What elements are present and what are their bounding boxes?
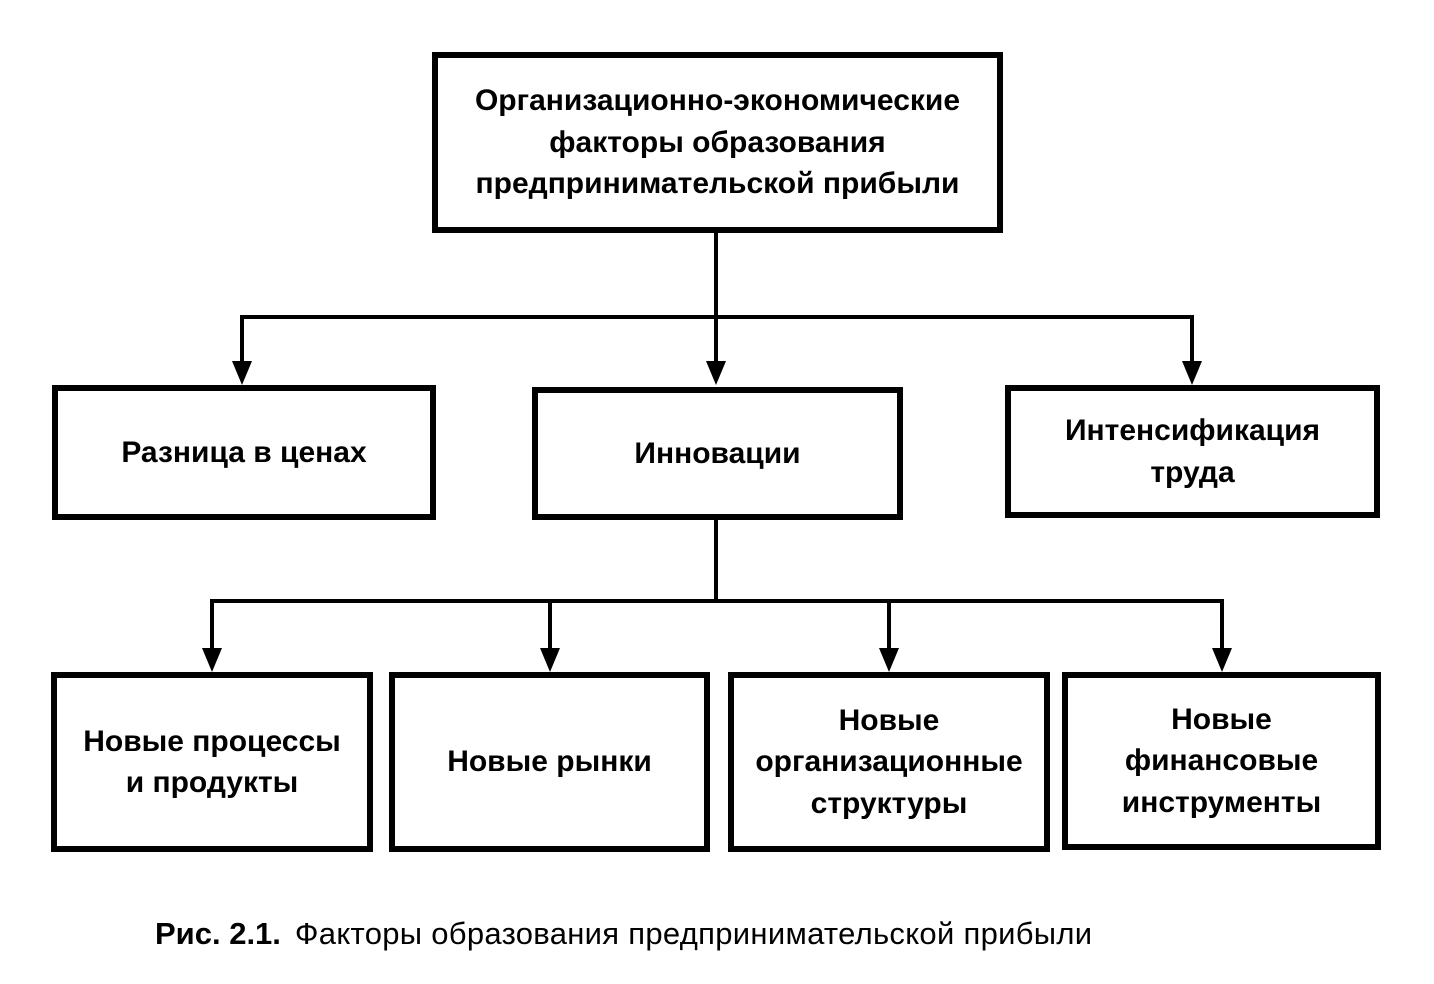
- connector-level2-bus: [210, 599, 1224, 603]
- figure-caption-text: Факторы образования предпринимательской …: [294, 916, 1093, 951]
- box-new-markets: Новые рынки: [389, 672, 710, 852]
- connector-drop-labor: [1190, 315, 1194, 363]
- arrow-down-icon: [1182, 361, 1202, 385]
- connector-drop-price: [240, 315, 244, 363]
- box-new-processes-products-label: Новые процессы и продукты: [83, 724, 341, 799]
- box-labor-intensification: Интенсификация труда: [1005, 385, 1380, 518]
- arrow-down-icon: [879, 648, 899, 672]
- box-new-org-structures: Новые организационные структуры: [728, 672, 1050, 852]
- box-new-financial-instruments-label: Новые финансовые инструменты: [1121, 702, 1322, 819]
- connector-drop-fininstr: [1220, 599, 1224, 649]
- box-innovations-label: Инновации: [634, 436, 801, 470]
- box-price-difference: Разница в ценах: [52, 385, 436, 520]
- box-new-processes-products: Новые процессы и продукты: [51, 672, 373, 852]
- arrow-down-icon: [706, 361, 726, 385]
- box-new-markets-label: Новые рынки: [447, 745, 652, 779]
- box-new-org-structures-label: Новые организационные структуры: [755, 703, 1023, 820]
- connector-drop-innovation: [714, 315, 718, 363]
- box-organizational-economic-factors: Организационно-экономические факторы обр…: [432, 52, 1003, 233]
- figure-caption-number: Рис. 2.1.: [155, 916, 281, 951]
- arrow-down-icon: [232, 361, 252, 385]
- box-new-financial-instruments: Новые финансовые инструменты: [1062, 672, 1381, 850]
- arrow-down-icon: [202, 648, 222, 672]
- box-price-difference-label: Разница в ценах: [121, 435, 367, 469]
- arrow-down-icon: [1212, 648, 1232, 672]
- box-labor-intensification-label: Интенсификация труда: [1064, 414, 1321, 489]
- connector-drop-markets: [548, 599, 552, 649]
- figure-caption: Рис. 2.1. Факторы образования предпринима…: [155, 916, 1092, 952]
- connector-innovation-stem: [714, 520, 718, 602]
- connector-drop-processes: [210, 599, 214, 649]
- box-organizational-economic-factors-label: Организационно-экономические факторы обр…: [474, 84, 961, 201]
- connector-drop-orgstruct: [887, 599, 891, 649]
- arrow-down-icon: [540, 648, 560, 672]
- box-innovations: Инновации: [532, 387, 903, 520]
- connector-root-stem: [714, 233, 718, 318]
